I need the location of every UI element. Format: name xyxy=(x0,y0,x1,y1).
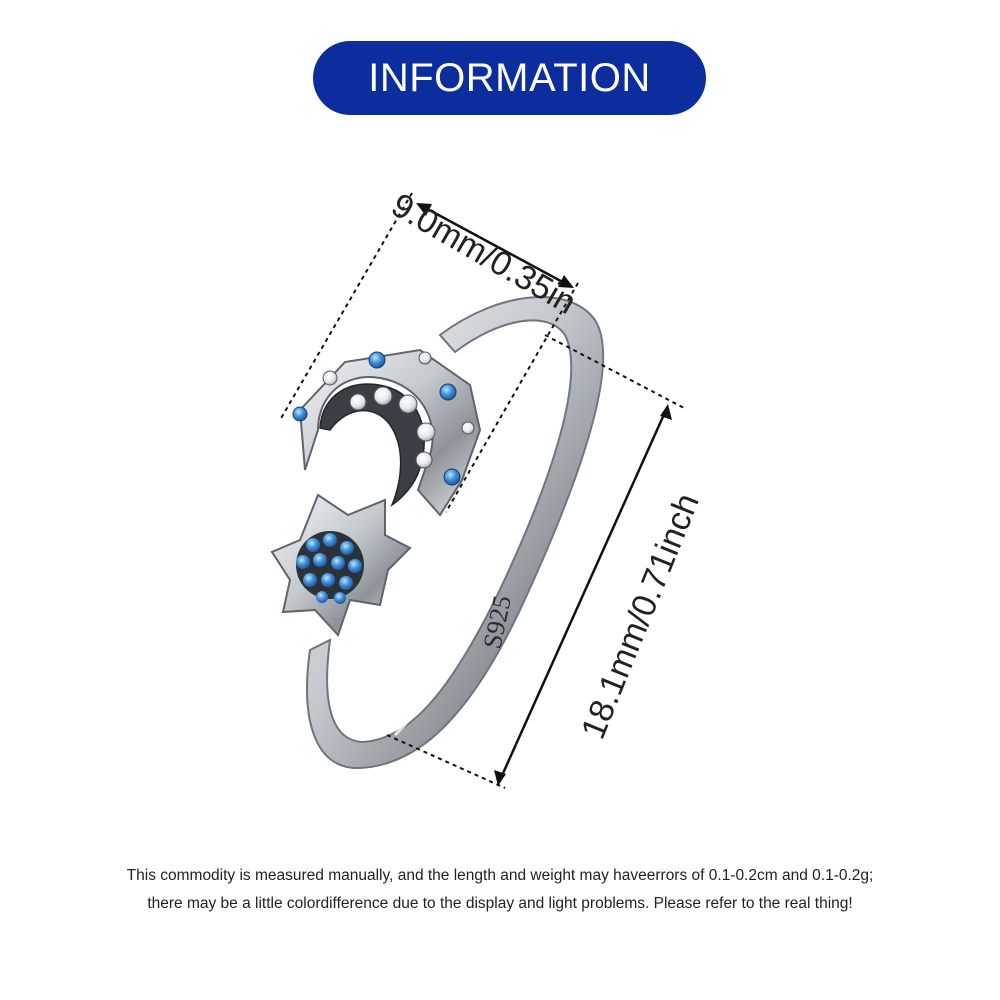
width-dimension xyxy=(279,192,579,513)
banner-title: INFORMATION xyxy=(368,55,651,100)
star-ornament xyxy=(270,493,412,637)
moon-ornament xyxy=(292,348,482,517)
note-line-1: This commodity is measured manually, and… xyxy=(126,867,874,884)
ring-band xyxy=(306,296,605,770)
measurement-note: This commodity is measured manually, and… xyxy=(60,862,940,918)
height-dimension xyxy=(386,334,685,789)
note-line-2: there may be a little colordifference du… xyxy=(147,895,853,912)
information-banner: INFORMATION xyxy=(313,41,706,115)
